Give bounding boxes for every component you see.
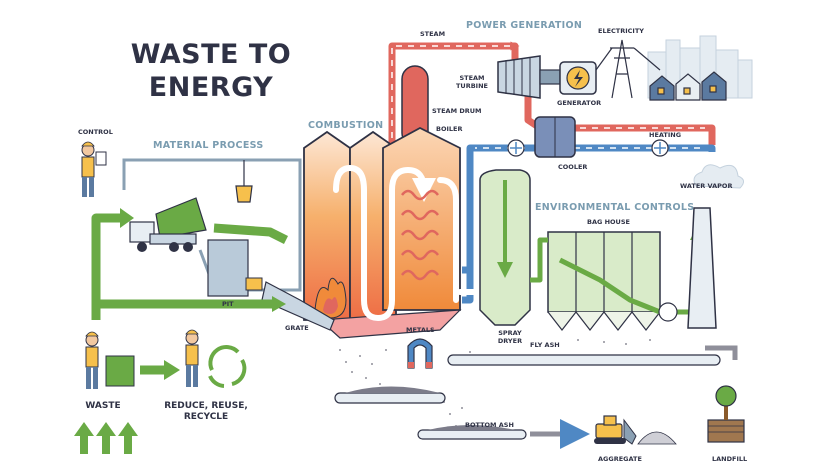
- steam-turbine: [497, 55, 561, 99]
- material-arrowheads: [120, 208, 286, 380]
- boiler-coils: [401, 189, 439, 281]
- worker-control: [81, 141, 107, 197]
- label-reduce-line-2: RECYCLE: [183, 412, 229, 422]
- gray-arrows: [530, 345, 738, 449]
- label-spray-dryer: SPRAY DRYER: [493, 329, 527, 345]
- material-process: [122, 158, 335, 331]
- chimney: [658, 164, 744, 329]
- electricity-tower: [595, 39, 661, 99]
- upward-arrows: [74, 422, 138, 454]
- worker-waste: [85, 331, 135, 389]
- fan-icon: [658, 302, 678, 322]
- title-line-1: WASTE TO: [130, 39, 292, 70]
- tree-icon: [707, 385, 745, 443]
- section-material-process: MATERIAL PROCESS: [153, 140, 264, 151]
- label-cooler: COOLER: [558, 163, 588, 171]
- fan-icon: [507, 139, 669, 157]
- label-spray-dryer-line-1: SPRAY: [498, 329, 522, 337]
- truck-icon: [129, 197, 207, 252]
- title-line-2: ENERGY: [148, 72, 274, 103]
- label-control: CONTROL: [78, 128, 113, 136]
- worker-recycle: [185, 329, 199, 387]
- label-steam-drum: STEAM DRUM: [432, 107, 482, 115]
- label-steam: STEAM: [420, 30, 446, 38]
- label-bag-house: BAG HOUSE: [587, 218, 630, 226]
- ash-piles: [345, 386, 515, 430]
- label-steam-turbine-line-2: TURBINE: [456, 82, 488, 90]
- lightning-icon: [574, 70, 583, 87]
- material-arrows: [91, 213, 289, 375]
- section-power-generation: POWER GENERATION: [466, 20, 583, 31]
- fire: [314, 277, 347, 319]
- generator: [559, 61, 597, 95]
- label-reduce-line-1: REDUCE, REUSE,: [164, 401, 248, 411]
- label-aggregate: AGGREGATE: [598, 455, 642, 463]
- label-steam-turbine-line-1: STEAM: [459, 74, 485, 82]
- label-boiler: BOILER: [436, 125, 463, 133]
- spray-dryer: [479, 169, 531, 326]
- label-fly-ash: FLY ASH: [530, 341, 560, 349]
- page-title: WASTE TO ENERGY: [126, 38, 296, 104]
- label-generator: GENERATOR: [557, 99, 602, 107]
- label-pit: PIT: [222, 300, 234, 308]
- houses: [649, 71, 727, 101]
- section-combustion: COMBUSTION: [308, 120, 384, 131]
- label-landfill: LANDFILL: [712, 455, 748, 463]
- ash-particles: [339, 339, 651, 427]
- label-waste: WASTE: [85, 401, 121, 411]
- magnet-icon: [407, 338, 433, 369]
- label-bottom-ash: BOTTOM ASH: [465, 421, 514, 429]
- conveyors: [334, 354, 721, 440]
- recycle-icon: [208, 345, 247, 388]
- label-metals: METALS: [406, 326, 435, 334]
- label-heating: HEATING: [649, 131, 682, 139]
- label-electricity: ELECTRICITY: [598, 27, 644, 35]
- cooler: [534, 116, 576, 158]
- section-environmental-controls: ENVIRONMENTAL CONTROLS: [535, 202, 695, 213]
- label-spray-dryer-line-2: DRYER: [497, 337, 523, 345]
- label-grate: GRATE: [285, 324, 309, 332]
- label-reduce-reuse-recycle: REDUCE, REUSE, RECYCLE: [160, 401, 252, 423]
- label-steam-turbine: STEAM TURBINE: [452, 74, 492, 90]
- label-water-vapor: WATER VAPOR: [680, 182, 733, 190]
- bulldozer-icon: [594, 415, 677, 445]
